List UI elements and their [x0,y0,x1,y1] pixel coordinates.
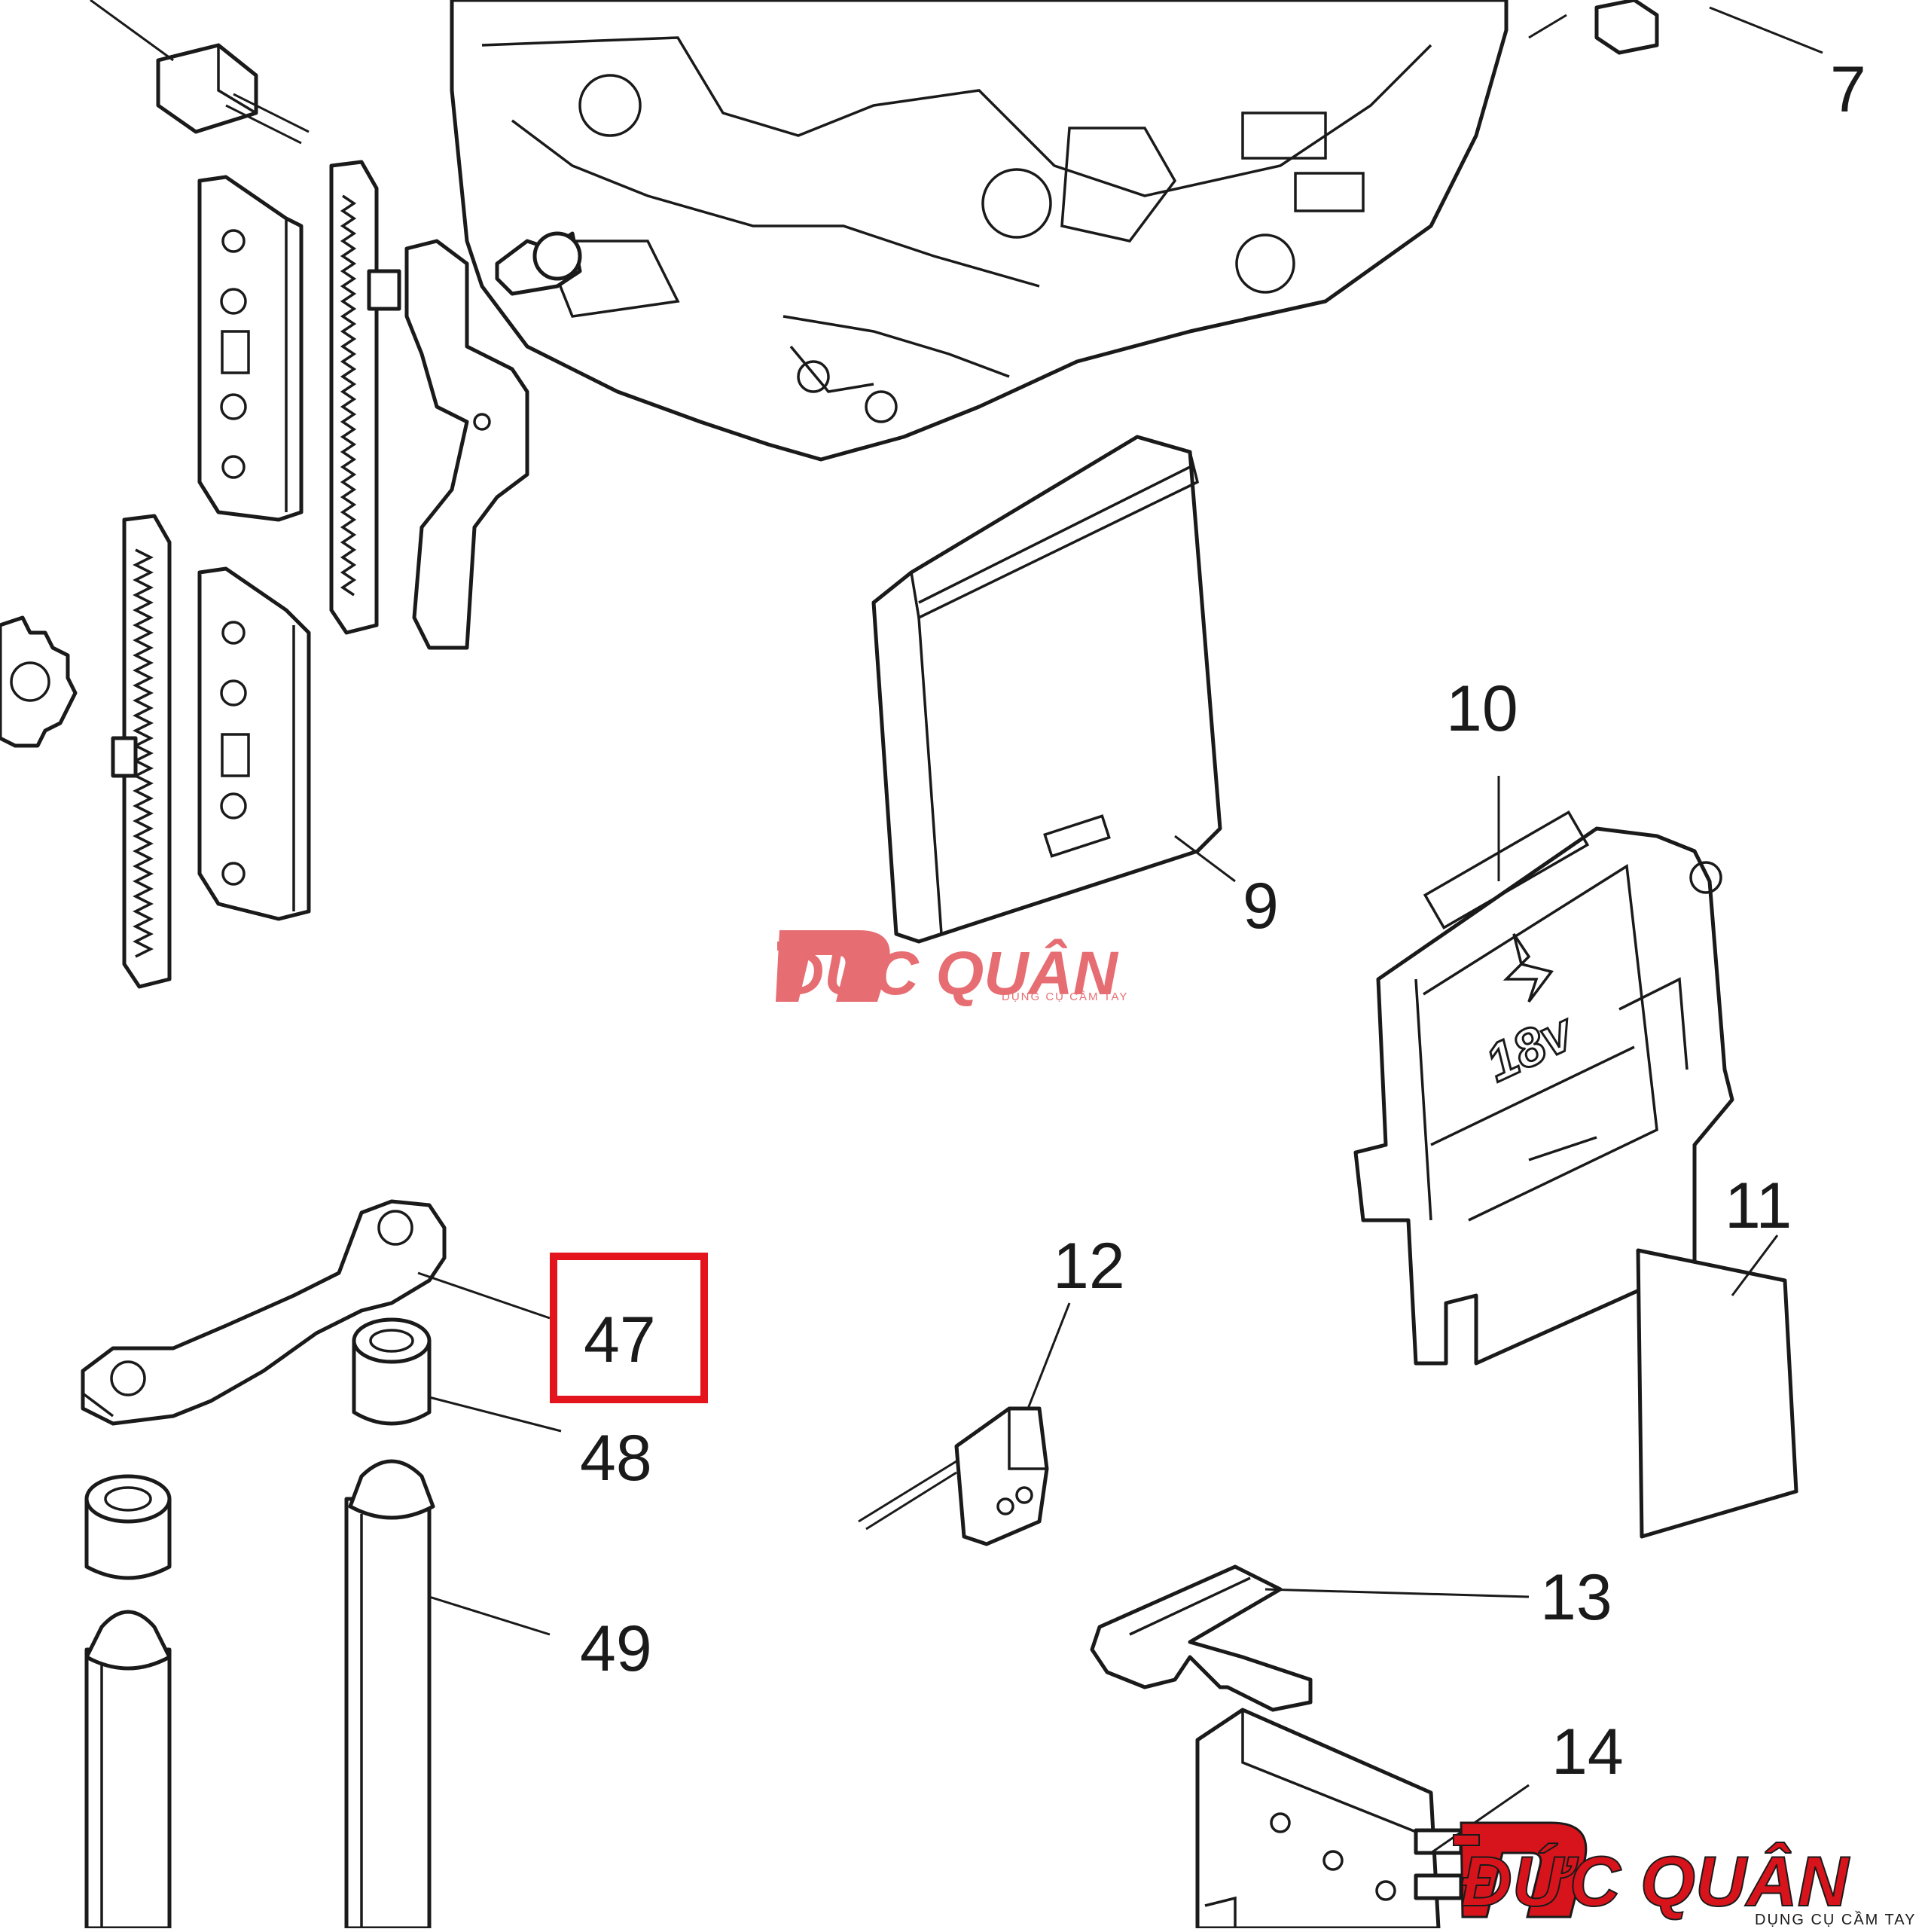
pinion-gear [0,615,78,748]
callout-49: 49 [580,1613,652,1685]
callout-11: 11 [1725,1170,1792,1242]
leader-lines [417,6,1823,1854]
callout-13: 13 [1540,1561,1612,1634]
watermark-center: ĐỨC QUÂN DỤNG CỤ CẦM TAY [776,930,1128,1008]
insulating-sheet [1636,1248,1798,1539]
drill-logo-icon-corner [1453,1821,1588,1918]
connector-block [90,0,310,145]
bushing [352,1317,432,1426]
callout-9: 9 [1243,870,1279,942]
pin [344,1459,435,1930]
rack-upper [329,160,401,635]
cover-plate [871,435,1222,944]
watermark-corner-subtitle: DỤNG CỤ CẦM TAY [1755,1911,1916,1928]
battery-terminal-holder [1353,810,1734,1366]
drill-logo-icon [776,930,890,1002]
callout-labels: 7 9 10 11 12 13 14 47 48 49 [580,53,1866,1788]
clamp-plate-upper [197,175,304,522]
callout-48: 48 [580,1422,652,1494]
bushing-left [84,1474,172,1580]
screw-left [495,231,582,296]
callout-12: 12 [1053,1230,1125,1302]
watermark-center-title: ĐỨC QUÂN [779,939,1119,1008]
switch-lever [1090,1564,1313,1712]
watermark-center-subtitle: DỤNG CỤ CẦM TAY [1002,990,1128,1003]
callout-47: 47 [584,1304,656,1376]
watermark-corner-title: ĐỨC QUÂN [1461,1841,1850,1921]
pin-left [84,1610,172,1930]
micro-switch-small [858,1406,1049,1546]
callout-14: 14 [1551,1716,1624,1788]
rack-lower [111,514,172,989]
callout-highlight-box [550,1253,708,1403]
motor-housing [450,0,1509,462]
callout-7: 7 [1830,53,1866,126]
link-plate [81,1199,447,1426]
main-switch [1195,1708,1463,1930]
callout-10: 10 [1446,673,1518,745]
screw-top-right [1594,0,1659,55]
lever-bracket [404,239,529,650]
watermark-corner: ĐỨC QUÂN DỤNG CỤ CẦM TAY [1453,1821,1916,1928]
clamp-plate-lower [197,566,311,921]
